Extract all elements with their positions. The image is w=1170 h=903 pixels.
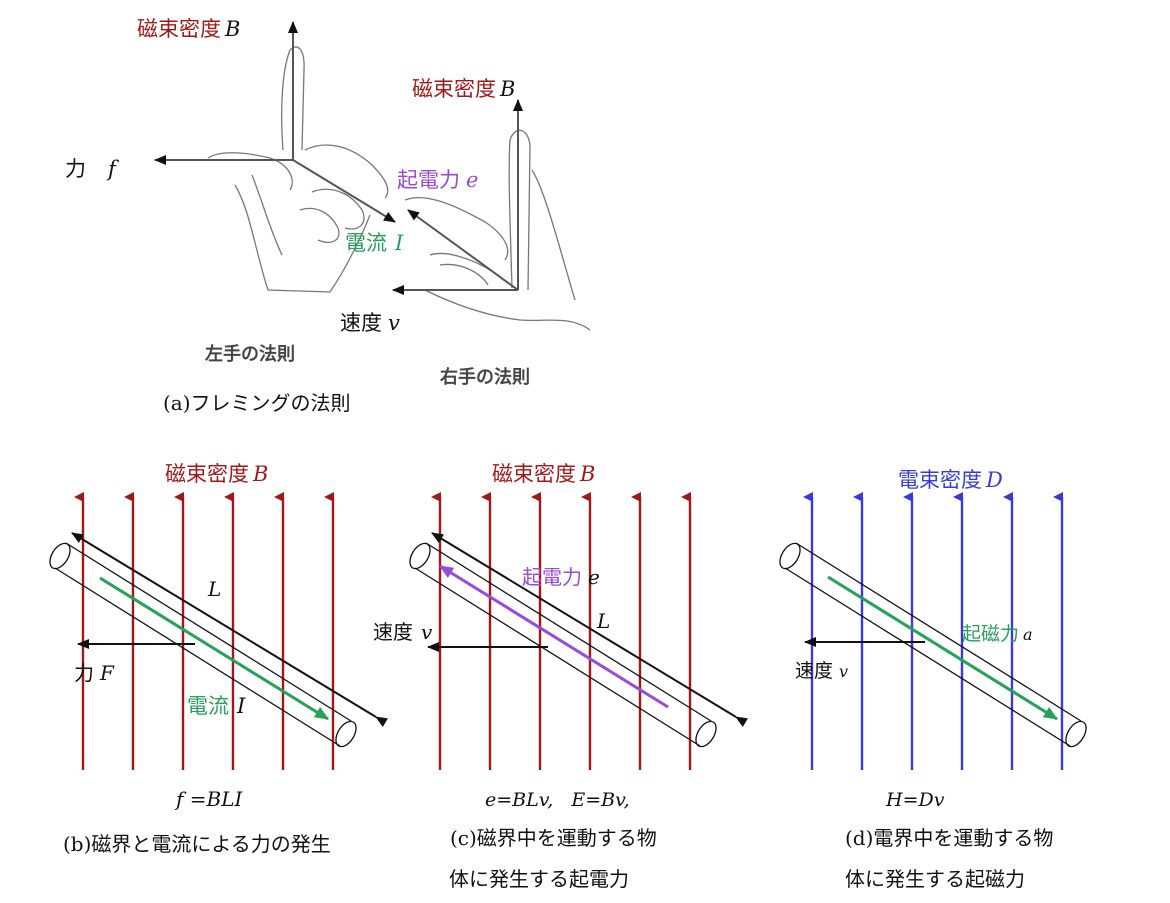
c-emf-arrow [439,564,669,709]
caption-d-line1: (d)電界中を運動する物 [845,826,1053,850]
right-emf-axis [407,209,519,291]
d-conductor-rod [779,542,1087,748]
d-mmf-arrow [827,575,1058,721]
c-length-label: L [596,609,610,633]
caption-c-line2: 体に発生する起電力 [449,867,629,891]
left-current-axis [292,159,396,223]
c-length-arrow [431,532,748,727]
left-rule-label: 左手の法則 [205,343,295,365]
b-formula: f =BLI [174,787,243,811]
right-hand-sketch [404,129,591,331]
b-length-arrow [71,532,388,727]
caption-a: (a)フレミングの法則 [163,391,351,415]
b-current-arrow [99,576,329,721]
caption-c-line1: (c)磁界中を運動する物 [450,826,657,850]
caption-d-line2: 体に発生する起磁力 [845,867,1025,891]
d-formula: H=Dv [885,789,945,811]
c-formula: e=BLv, E=Bv, [485,789,630,811]
b-length-label: L [207,577,221,601]
left-hand-sketch [207,46,389,293]
caption-b: (b)磁界と電流による力の発生 [63,832,331,856]
right-rule-label: 右手の法則 [440,366,530,388]
